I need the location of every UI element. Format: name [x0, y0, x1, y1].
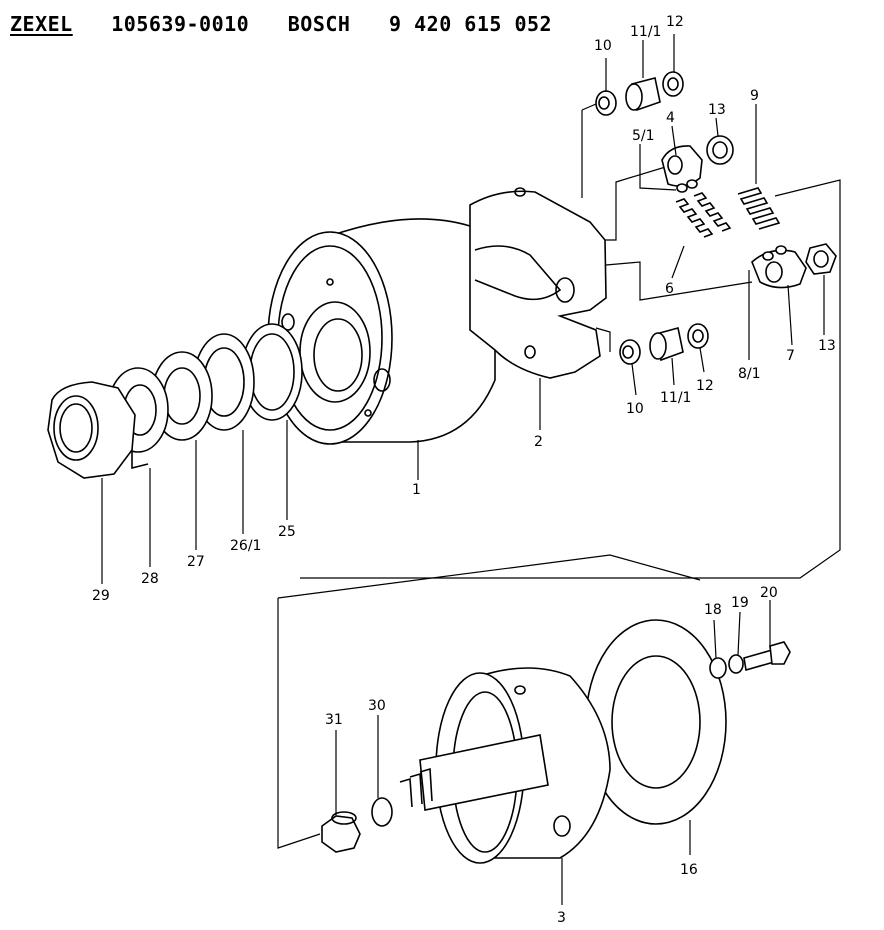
part-12-lower-ring [687, 323, 709, 349]
callout-8-1: 8/1 [738, 366, 761, 382]
part-8-1-pin [762, 245, 787, 261]
upper-assembly-frame [300, 103, 841, 579]
callout-10-upper: 10 [594, 38, 612, 54]
part-3-shaft [399, 734, 549, 811]
callout-2: 2 [534, 434, 543, 450]
callout-10-lower: 10 [626, 401, 644, 417]
part-29-hex-nut [47, 381, 136, 479]
part-11-1-lower-bushing [649, 327, 684, 362]
callout-13-upper: 13 [708, 102, 726, 118]
callout-12-lower: 12 [696, 378, 714, 394]
callout-1: 1 [412, 482, 421, 498]
part-16-cover-disc [585, 619, 727, 825]
part-1-hub-body [267, 218, 496, 445]
part-5-1-pin [676, 179, 698, 193]
callout-26-1: 26/1 [230, 538, 261, 554]
part-31-plug [321, 811, 361, 853]
callout-28: 28 [141, 571, 159, 587]
part-10-upper-sleeve [595, 90, 617, 116]
callout-29: 29 [92, 588, 110, 604]
callout-16: 16 [680, 862, 698, 878]
callout-labels: 10 11/1 12 4 13 5/1 9 6 8/1 7 13 10 11/1… [92, 14, 836, 926]
part-9-spring [737, 187, 781, 230]
part-20-bolt [743, 641, 791, 672]
callout-12-upper: 12 [666, 14, 684, 30]
drawing-header: ZEXEL 105639-0010 BOSCH 9 420 615 052 [10, 12, 578, 42]
maker-label: ZEXEL [10, 12, 73, 36]
callout-11-1-upper: 11/1 [630, 24, 661, 40]
callout-11-1-lower: 11/1 [660, 390, 691, 406]
part-6-springs [675, 192, 732, 238]
callout-5-1: 5/1 [632, 128, 655, 144]
part-13-upper-nut [706, 135, 734, 165]
part-7-lever [751, 249, 807, 289]
brand-label: BOSCH [287, 12, 351, 36]
callout-27: 27 [187, 554, 205, 570]
part-13-lower-nut [805, 243, 837, 275]
callout-20: 20 [760, 585, 778, 601]
callout-19: 19 [731, 595, 749, 611]
leader-lines [101, 34, 825, 905]
lower-assembly-frame [277, 554, 701, 849]
callout-6: 6 [665, 281, 674, 297]
zexel-part-number: 105639-0010 [111, 12, 250, 36]
bosch-part-number: 9 420 615 052 [389, 12, 553, 36]
callout-4: 4 [666, 110, 675, 126]
callout-30: 30 [368, 698, 386, 714]
callout-25: 25 [278, 524, 296, 540]
part-12-upper-ring [662, 71, 684, 97]
callout-13-lower: 13 [818, 338, 836, 354]
callout-3: 3 [557, 910, 566, 926]
callout-31: 31 [325, 712, 343, 728]
callout-7: 7 [786, 348, 795, 364]
part-4-lever [661, 145, 703, 187]
part-30-circlip [371, 797, 393, 827]
callout-18: 18 [704, 602, 722, 618]
part-10-lower-sleeve [619, 339, 641, 365]
part-11-1-upper-bushing [625, 77, 661, 112]
part-18-washer [709, 657, 727, 679]
part-2-bracket [469, 187, 607, 379]
callout-9: 9 [750, 88, 759, 104]
part-19-lock-washer [728, 654, 744, 674]
